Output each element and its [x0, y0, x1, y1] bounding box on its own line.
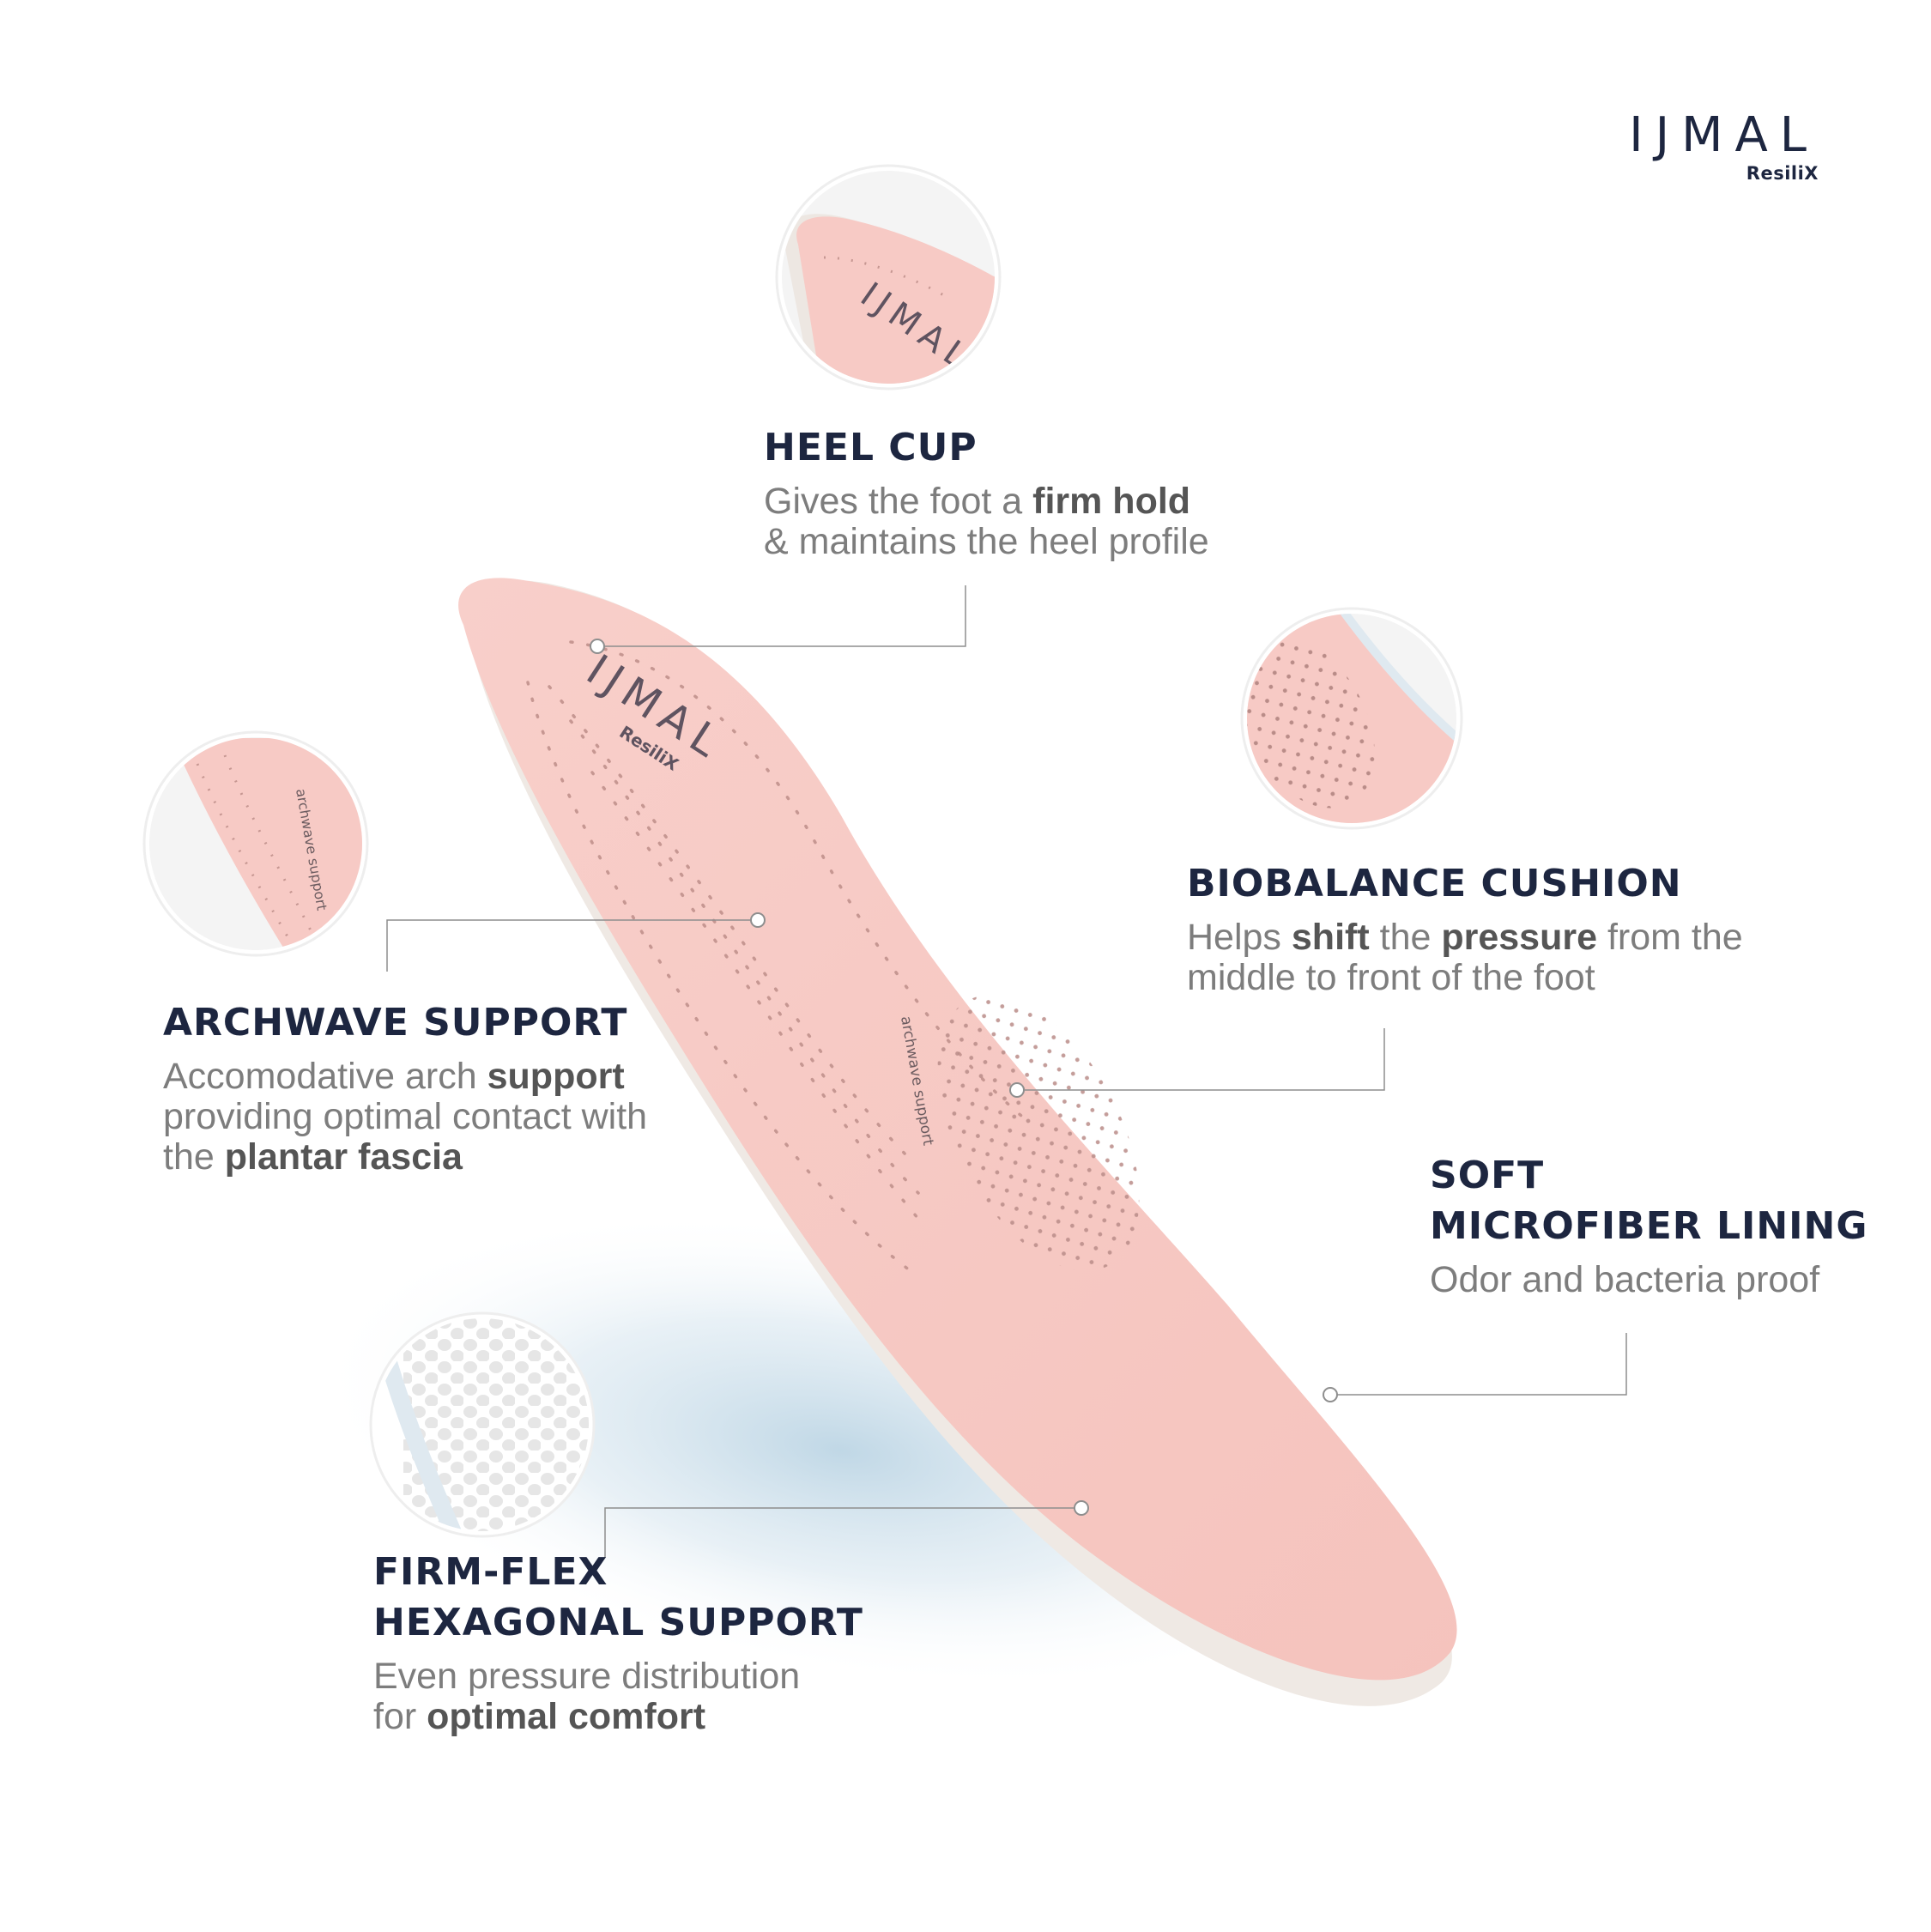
brand-logo: IJMAL ResiliX	[1629, 107, 1819, 185]
desc-emphasis: optimal comfort	[427, 1696, 706, 1737]
brand-wordmark: IJMAL	[1629, 107, 1819, 163]
firmflex-anchor	[1074, 1500, 1089, 1516]
heel-cup-callout	[601, 585, 966, 647]
desc-emphasis: pressure	[1441, 917, 1598, 958]
callout-lines	[386, 585, 1627, 1558]
firmflex-title: FIRM-FLEX HEXAGONAL SUPPORT	[373, 1547, 863, 1648]
firmflex-title-line1: FIRM-FLEX	[373, 1550, 608, 1594]
brand-sublabel: ResiliX	[1746, 163, 1819, 184]
heel-cup-feature: HEEL CUP Gives the foot a firm hold& mai…	[764, 422, 1209, 562]
microfiber-desc: Odor and bacteria proof	[1430, 1259, 1820, 1300]
heel-cup-anchor	[590, 639, 605, 654]
desc-emphasis: plantar fascia	[224, 1136, 463, 1178]
heel-cup-desc: Gives the foot a firm hold& maintains th…	[764, 481, 1209, 562]
biobalance-title: BIOBALANCE CUSHION	[1187, 862, 1682, 905]
archwave-detail-circle: archwave support	[142, 730, 369, 957]
firmflex-title-line2: HEXAGONAL SUPPORT	[373, 1601, 863, 1644]
desc-emphasis: shift	[1291, 917, 1370, 958]
archwave-anchor	[750, 912, 766, 928]
heel-cup-detail-circle: IJMAL	[775, 164, 1002, 391]
firmflex-detail-circle	[369, 1311, 596, 1538]
microfiber-anchor	[1323, 1387, 1338, 1402]
firmflex-feature: FIRM-FLEX HEXAGONAL SUPPORT Even pressur…	[373, 1547, 863, 1737]
biobalance-detail-circle	[1240, 607, 1463, 830]
desc-emphasis: support	[487, 1056, 625, 1097]
microfiber-feature: SOFT MICROFIBER LINING Odor and bacteria…	[1430, 1150, 1868, 1300]
microfiber-callout	[1330, 1333, 1627, 1396]
biobalance-perforation-zone	[937, 995, 1140, 1271]
archwave-callout	[386, 919, 758, 972]
archwave-feature: ARCHWAVE SUPPORT Accomodative arch suppo…	[163, 997, 647, 1178]
callout-anchors	[590, 639, 1338, 1516]
microfiber-title-line1: SOFT	[1430, 1154, 1545, 1197]
desc-emphasis: firm hold	[1032, 481, 1191, 522]
firmflex-callout	[604, 1507, 1081, 1558]
biobalance-anchor	[1009, 1082, 1025, 1098]
heel-cup-title: HEEL CUP	[764, 426, 978, 469]
biobalance-callout	[1017, 1028, 1385, 1091]
microfiber-title-line2: MICROFIBER LINING	[1430, 1204, 1868, 1248]
archwave-title: ARCHWAVE SUPPORT	[163, 1001, 628, 1045]
biobalance-feature: BIOBALANCE CUSHION Helps shift the press…	[1187, 858, 1743, 998]
microfiber-title: SOFT MICROFIBER LINING	[1430, 1150, 1868, 1251]
